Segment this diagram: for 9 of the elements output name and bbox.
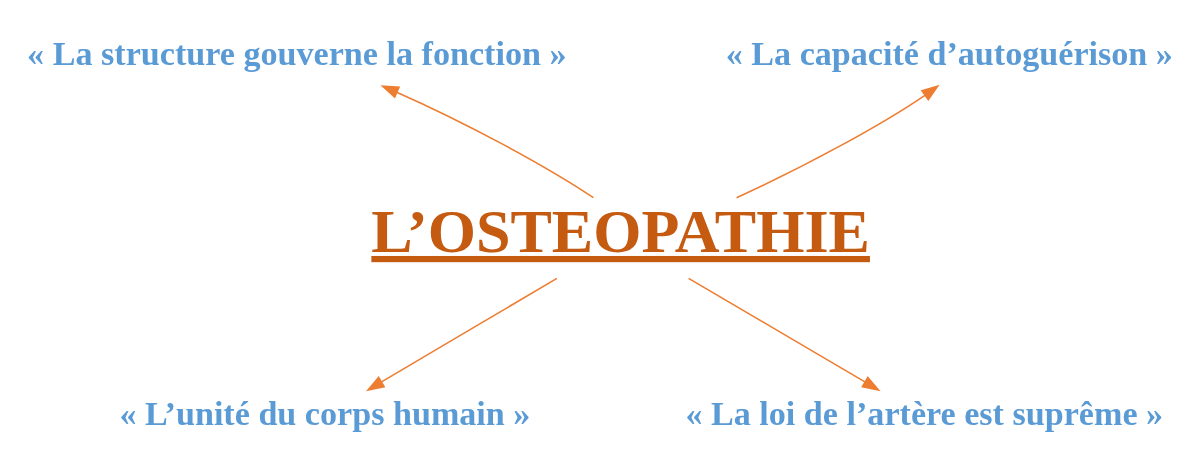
node-text: « La structure gouverne la fonction » — [27, 35, 567, 73]
node-text: « La capacité d’autoguérison » — [725, 35, 1173, 73]
node-text: L’OSTEOPATHIE — [371, 196, 870, 265]
arrow — [735, 84, 940, 199]
arrow — [366, 277, 558, 392]
node-text: « L’unité du corps humain » — [119, 395, 531, 433]
arrow — [687, 277, 881, 392]
node-text: « La loi de l’artère est suprême » — [685, 395, 1164, 433]
arrow — [380, 85, 595, 199]
